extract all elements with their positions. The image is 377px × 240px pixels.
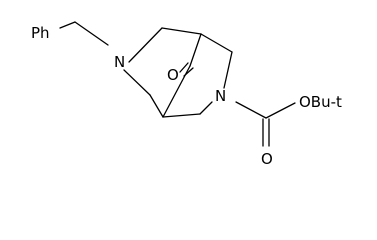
bridge-carbonyl-bonds [179,62,194,77]
bond-n7-c6 [199,101,213,115]
label-nitrogen-right: N [215,87,226,105]
label-bridge-oxygen: O [167,66,179,84]
bond-ph-ch2 [59,21,76,29]
bond-c9-o-2 [183,67,194,77]
bond-c9-o-1 [179,62,189,73]
ring-bonds [123,27,233,118]
label-carbonyl-oxygen: O [261,150,273,168]
bond-n3-c4 [123,69,151,96]
bond-c2-c1 [161,27,202,35]
chemical-structure-diagram: Ph N O N OBu-t O [31,21,342,168]
bond-c4-c5 [149,94,164,118]
bond-c1-c8 [200,33,233,53]
bond-c6-c5 [162,113,201,118]
bond-c1-c9 [189,33,202,67]
label-tert-butoxy: OBu-t [299,93,342,111]
benzyl-bonds [59,21,109,46]
label-phenyl: Ph [31,24,50,42]
bond-c8-n7 [223,51,233,89]
atom-labels: Ph N O N OBu-t O [31,24,342,168]
bond-n3-c2 [128,27,163,63]
carbamate-bonds [235,101,296,147]
bond-cboc-o-single [265,102,296,119]
label-nitrogen-left: N [114,53,125,71]
bond-n7-cboc [235,101,267,119]
bond-ch2-n [74,21,109,46]
